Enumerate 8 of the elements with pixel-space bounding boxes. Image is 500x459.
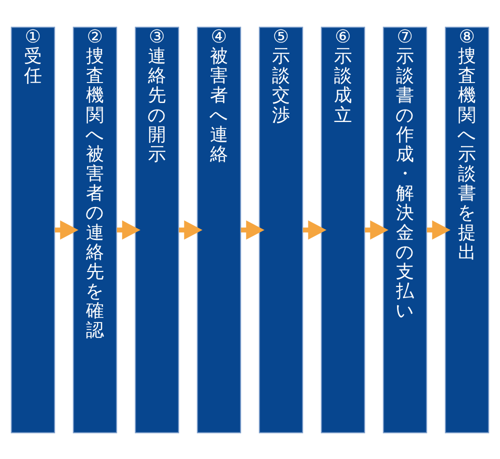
node-box: ④ 被害者へ連絡 xyxy=(196,26,242,433)
node-box: ③ 連絡先の開示 xyxy=(134,26,180,433)
node-box: ① 受任 xyxy=(10,26,56,433)
node-box: ⑥ 示談成立 xyxy=(320,26,366,433)
node-box: ⑦ 示談書の作成・解決金の支払い xyxy=(382,26,428,433)
node-box: ② 捜査機関へ被害者の連絡先を確認 xyxy=(72,26,118,433)
node-box: ⑧ 捜査機関へ示談書を提出 xyxy=(444,26,490,433)
node-box: ⑤ 示談交渉 xyxy=(258,26,304,433)
